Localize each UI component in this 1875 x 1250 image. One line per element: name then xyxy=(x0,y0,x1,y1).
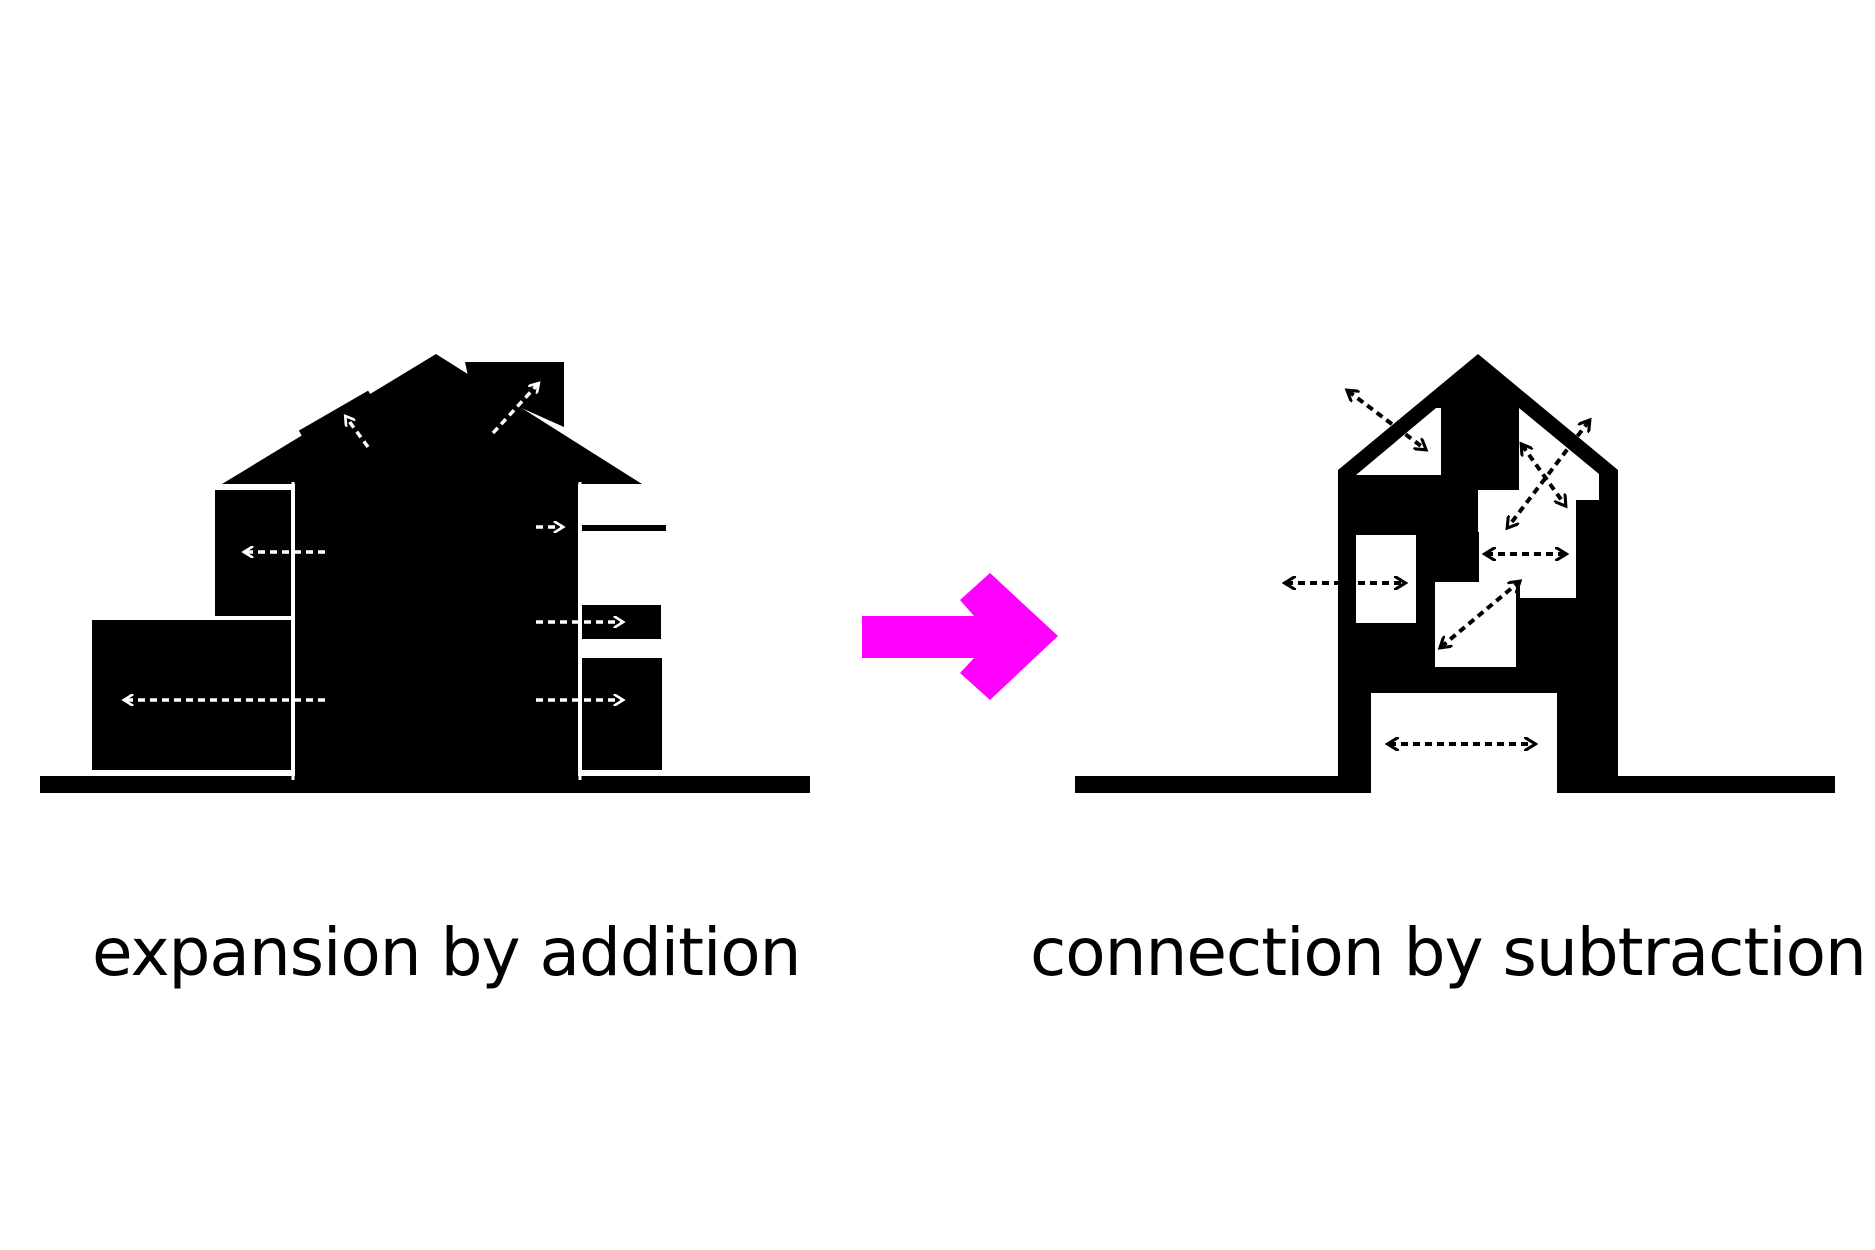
left-lower-extension xyxy=(92,620,291,770)
left-arrow-skylight xyxy=(346,417,370,449)
caption-expansion-by-addition: expansion by addition xyxy=(92,914,802,991)
void-window-room xyxy=(1356,535,1416,623)
right-ground-line-left xyxy=(1075,776,1340,793)
void-attic-left xyxy=(1356,408,1441,475)
right-connection-arrows xyxy=(1286,391,1589,744)
caption-connection-by-subtraction: connection by subtraction xyxy=(1030,914,1867,991)
left-flow-arrows xyxy=(125,384,622,700)
right-house-section xyxy=(1075,354,1835,793)
right-ground-line-right xyxy=(1615,776,1835,793)
right-arrow-lower-diagonal xyxy=(1441,582,1519,647)
left-awning xyxy=(582,525,666,531)
left-house-section xyxy=(40,354,810,793)
transition-arrow xyxy=(862,573,1058,700)
right-arrow-upper-cross-b xyxy=(1522,445,1565,505)
left-house-core xyxy=(295,482,578,793)
right-arrow-attic xyxy=(1348,391,1425,449)
left-roof-addition xyxy=(465,362,564,427)
left-house-roof xyxy=(222,354,642,484)
left-right-extension xyxy=(582,658,662,770)
left-skylight-panel xyxy=(298,390,374,441)
